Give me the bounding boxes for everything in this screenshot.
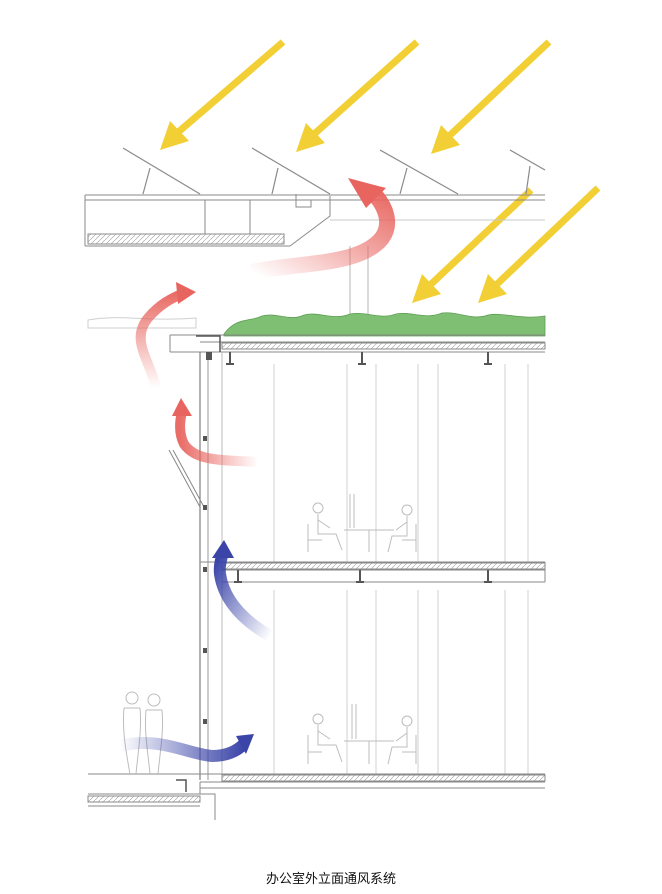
warm-air-arrow-upper-facade bbox=[135, 282, 196, 390]
sun-rays bbox=[160, 39, 601, 303]
warm-air-arrows bbox=[135, 178, 396, 467]
person-seated-right-upper bbox=[387, 504, 417, 553]
cool-air-arrows bbox=[118, 540, 274, 763]
diagram-caption: 办公室外立面通风系统 bbox=[265, 872, 396, 887]
warm-air-arrow-roof bbox=[250, 178, 396, 280]
person-seated-left-ground bbox=[307, 713, 343, 764]
sun-ray-arrow-4 bbox=[412, 187, 534, 303]
person-seated-left-upper bbox=[307, 502, 343, 552]
facade-ventilation-section-diagram bbox=[84, 39, 601, 820]
people-upper-floor bbox=[307, 494, 417, 553]
sun-ray-arrow-1 bbox=[160, 39, 286, 150]
green-roof bbox=[87, 312, 546, 337]
cool-air-arrow-ground-floor bbox=[118, 734, 254, 763]
solar-panel-3 bbox=[379, 149, 459, 195]
solar-panel-4 bbox=[509, 149, 546, 195]
people-standing-outside bbox=[122, 691, 164, 775]
solar-panels bbox=[122, 147, 546, 195]
people-ground-floor bbox=[122, 691, 417, 775]
sun-ray-arrow-3 bbox=[431, 39, 552, 154]
sun-ray-arrow-2 bbox=[296, 39, 420, 152]
solar-panel-1 bbox=[122, 147, 201, 195]
solar-panel-2 bbox=[251, 147, 331, 195]
facade-vent-openings bbox=[203, 352, 212, 724]
warm-air-arrow-mid-facade bbox=[172, 398, 259, 467]
sun-ray-arrow-5 bbox=[478, 185, 601, 303]
cool-air-arrow-middle-floor bbox=[212, 540, 274, 642]
table-upper bbox=[344, 494, 394, 552]
roof-canopy bbox=[84, 194, 545, 247]
building-section bbox=[87, 334, 546, 820]
table-ground bbox=[344, 704, 394, 764]
person-seated-right-ground bbox=[387, 715, 417, 765]
